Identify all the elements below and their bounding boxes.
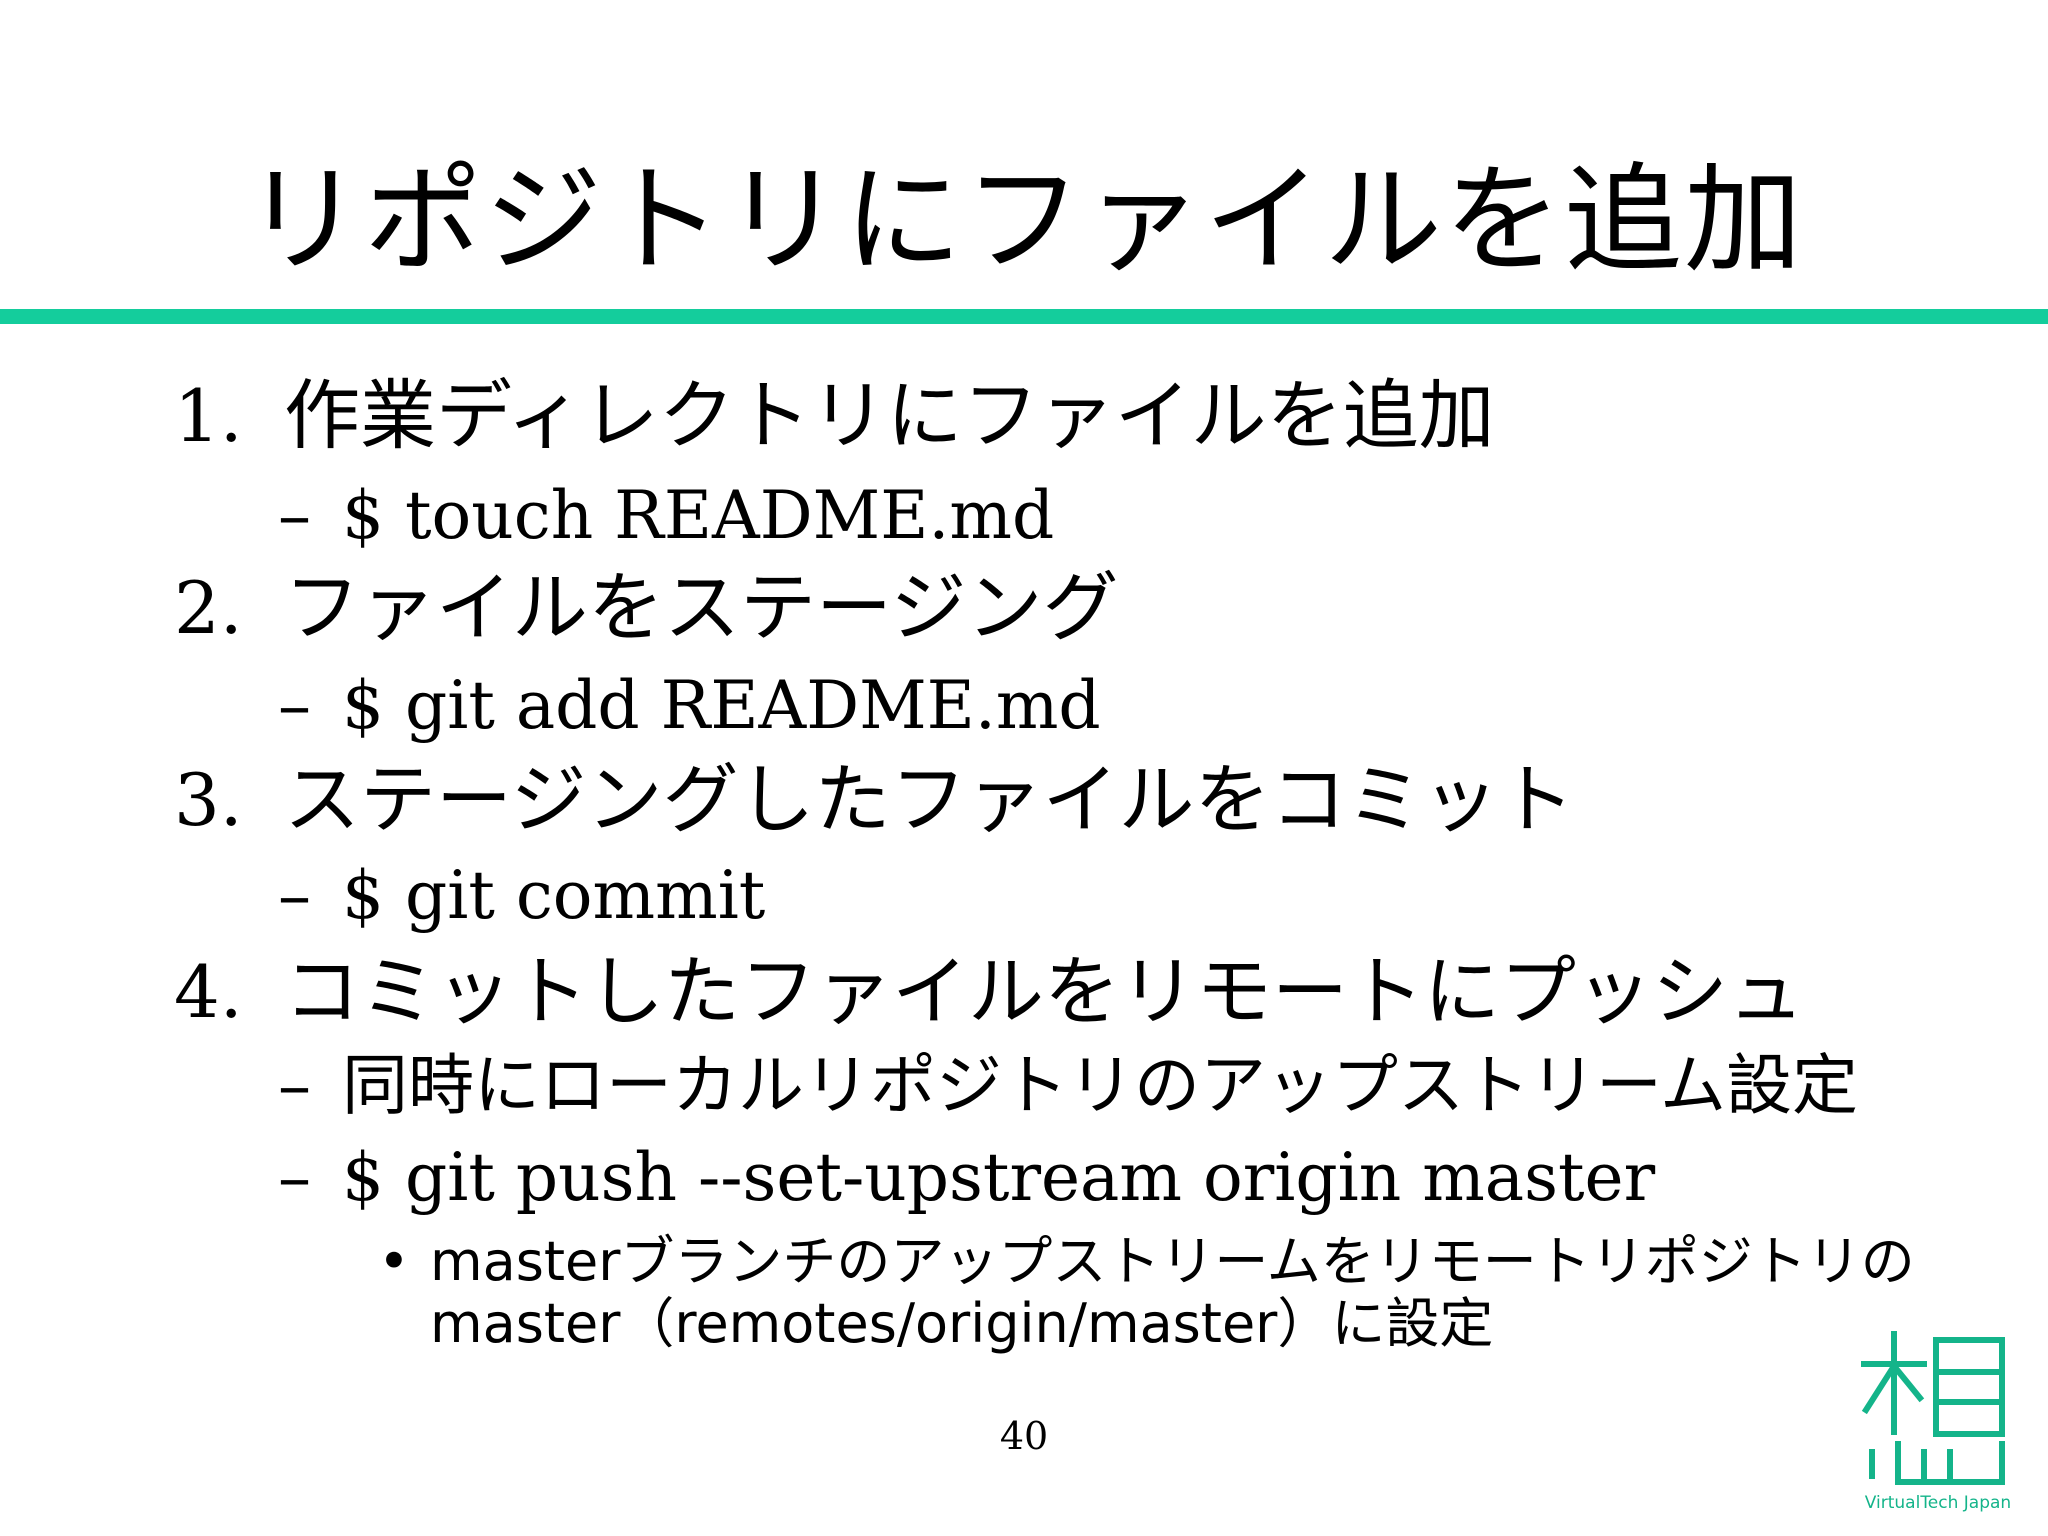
step-2-number: 2. xyxy=(174,566,243,650)
dash-marker: – xyxy=(278,1047,311,1124)
step-4-bullet-continuation: master（remotes/origin/master）に設定 xyxy=(430,1288,1493,1360)
command-text: $ touch README.md xyxy=(342,477,1055,554)
company-logo: VirtualTech Japan xyxy=(1858,1326,2018,1516)
step-2-label: ファイルをステージング xyxy=(284,563,1119,652)
page-number: 40 xyxy=(999,1414,1049,1458)
dash-marker: – xyxy=(278,477,311,554)
step-1-number: 1. xyxy=(174,374,243,458)
command-text: $ git add README.md xyxy=(342,667,1101,744)
subitem-text: 同時にローカルリポジトリのアップストリーム設定 xyxy=(342,1047,1859,1124)
step-4-number: 4. xyxy=(174,950,243,1034)
dash-marker: – xyxy=(278,667,311,744)
command-text: $ git push --set-upstream origin master xyxy=(342,1139,1656,1216)
step-4-label: コミットしたファイルをリモートにプッシュ xyxy=(284,947,1804,1036)
step-3-number: 3. xyxy=(174,758,243,842)
dash-marker: – xyxy=(278,1139,311,1216)
bullet-line-2: master（remotes/origin/master）に設定 xyxy=(430,1292,1494,1355)
command-text: $ git commit xyxy=(342,857,766,934)
bullet-marker: • xyxy=(378,1230,410,1293)
slide-title: リポジトリにファイルを追加 xyxy=(243,151,1804,289)
title-divider xyxy=(0,309,2048,324)
virtualtech-kanji-logo-icon xyxy=(1861,1331,2005,1485)
step-3-label: ステージングしたファイルをコミット xyxy=(284,755,1575,844)
bullet-line-1: masterブランチのアップストリームをリモートリポジトリの xyxy=(430,1230,1915,1293)
step-1-label: 作業ディレクトリにファイルを追加 xyxy=(284,371,1495,460)
dash-marker: – xyxy=(278,857,311,934)
logo-text: VirtualTech Japan xyxy=(1864,1493,2012,1513)
